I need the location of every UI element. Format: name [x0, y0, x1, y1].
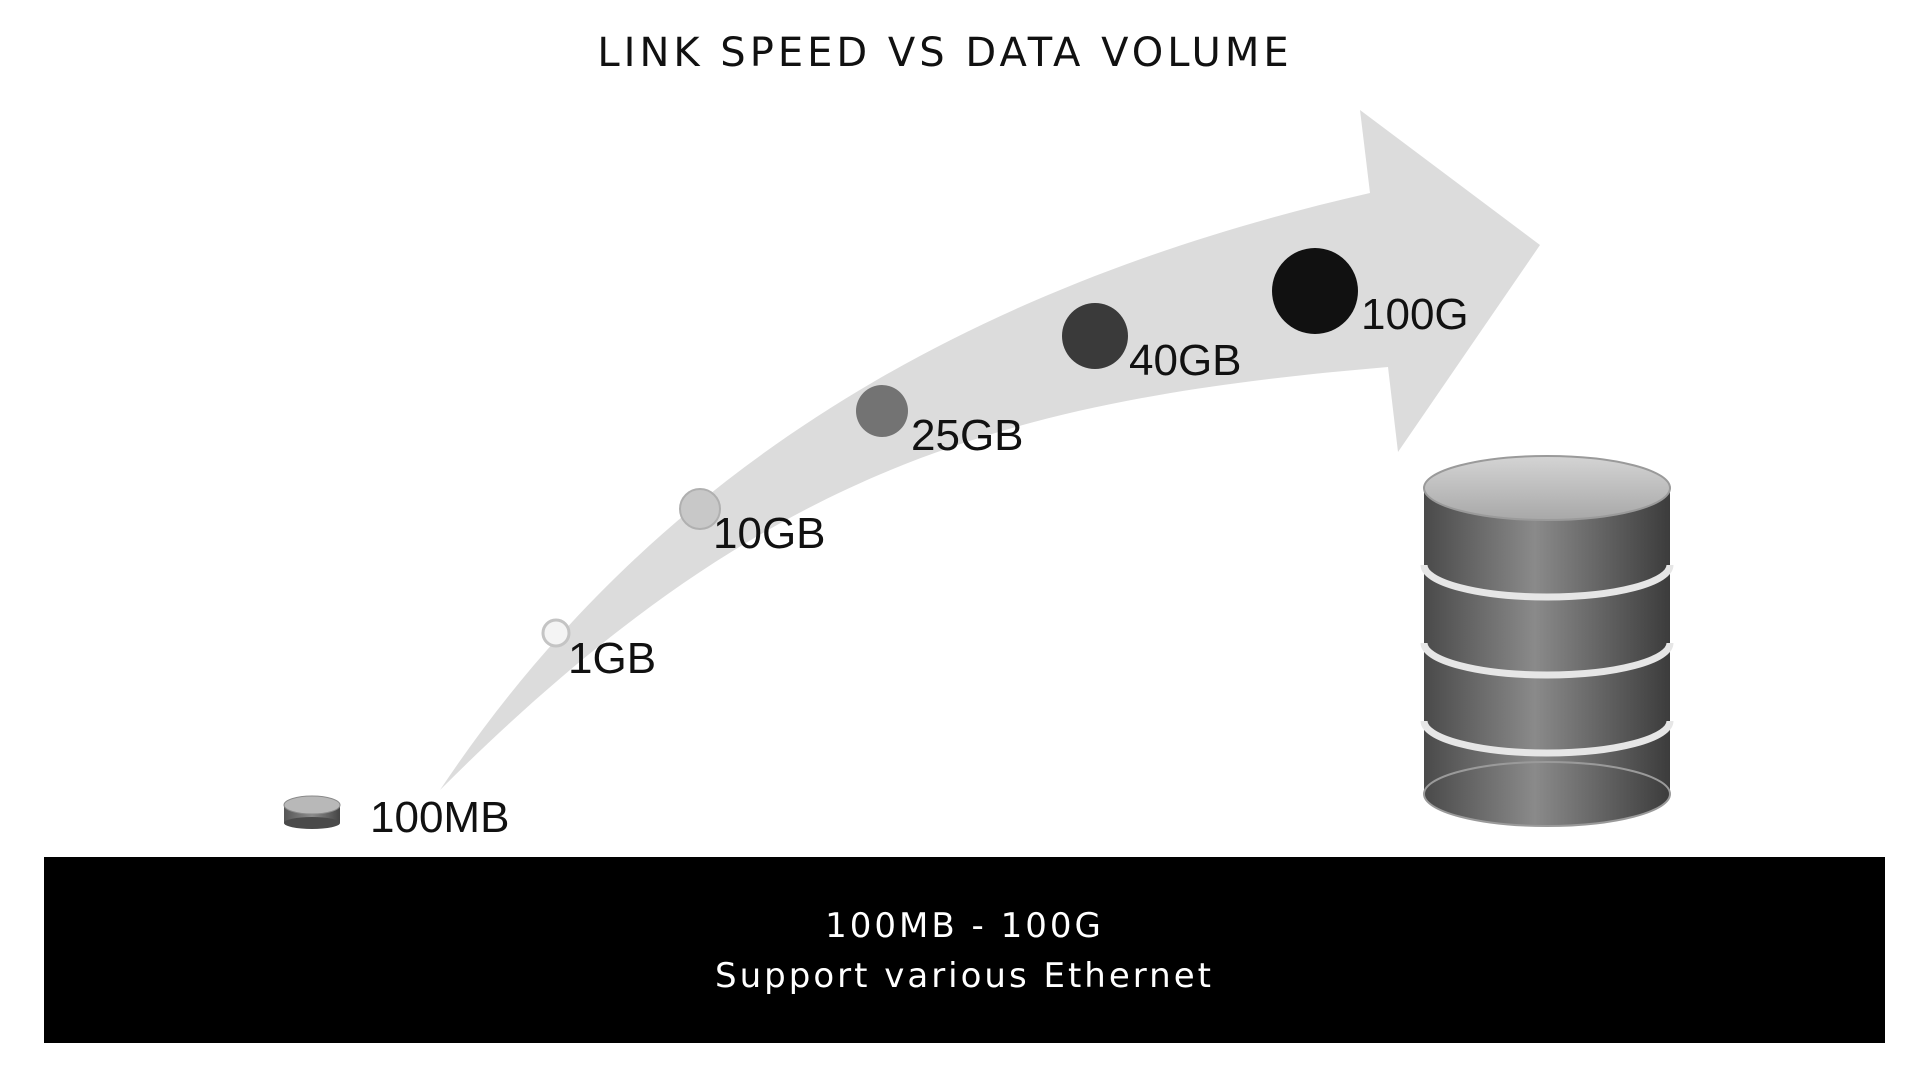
footer-band: 100MB - 100G Support various Ethernet	[44, 857, 1885, 1043]
tier-label-100g: 100G	[1361, 290, 1469, 339]
footer-caption: Support various Ethernet	[715, 956, 1214, 996]
tier-label-25gb: 25GB	[911, 411, 1024, 460]
growth-arrow-icon	[440, 110, 1540, 790]
tier-label-10gb: 10GB	[713, 509, 826, 558]
node-circle-icon	[541, 618, 571, 648]
tier-label-40gb: 40GB	[1129, 336, 1242, 385]
node-circle-icon	[1272, 248, 1358, 334]
node-circle-icon	[679, 488, 721, 530]
tier-label-100mb: 100MB	[370, 793, 509, 842]
diagram-title: LINK SPEED VS DATA VOLUME	[597, 30, 1293, 76]
tier-label-1gb: 1GB	[568, 634, 656, 683]
small-disk-icon	[283, 795, 341, 829]
node-circle-icon	[856, 385, 908, 437]
footer-speed-range: 100MB - 100G	[825, 906, 1104, 946]
node-circle-icon	[1062, 303, 1128, 369]
database-cylinder-icon	[1420, 455, 1674, 827]
